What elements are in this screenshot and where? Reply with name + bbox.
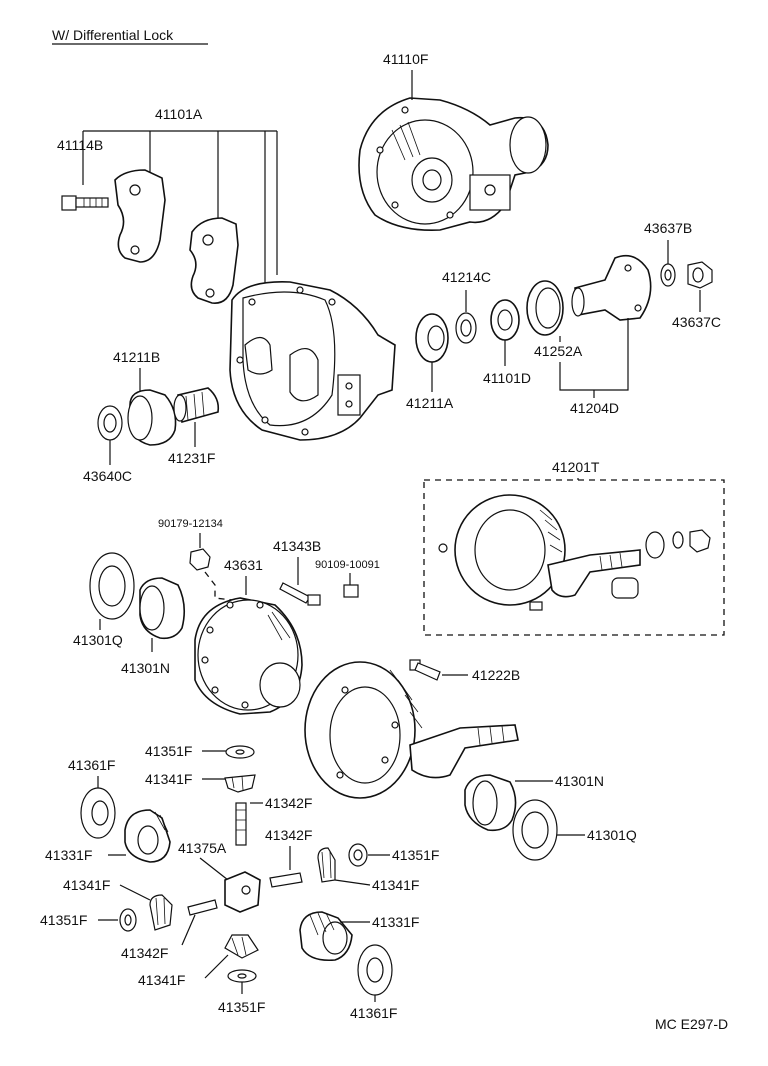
pinion-shaft-41342F-3[interactable] <box>187 899 218 916</box>
spacer-41214C[interactable] <box>455 312 477 344</box>
carrier-housing-assembly[interactable] <box>358 97 549 232</box>
pinion-shaft-41342F-2[interactable] <box>269 872 303 888</box>
bearing-41211B[interactable] <box>127 389 177 446</box>
bearing-41101D[interactable] <box>490 299 520 341</box>
label-43631: 43631 <box>224 557 263 573</box>
label-41301Q-top: 41301Q <box>73 632 123 648</box>
pinion-gear-41341F-4[interactable] <box>224 934 259 959</box>
nut-43637C[interactable] <box>687 261 713 289</box>
differential-carrier-housing[interactable] <box>229 281 396 441</box>
label-41301Q-bottom: 41301Q <box>587 827 637 843</box>
bolt-90109-10091[interactable] <box>343 584 359 598</box>
pinion-shaft-41342F-1[interactable] <box>235 802 247 846</box>
nut-90179-12134[interactable] <box>189 548 211 571</box>
pinion-gear-41341F-3[interactable] <box>149 894 173 931</box>
bolt-41343B[interactable] <box>279 582 321 606</box>
ring-pinion-kit-box <box>423 479 725 636</box>
kit-spacer[interactable] <box>611 577 639 599</box>
thrust-washer-41361F-2[interactable] <box>357 944 393 996</box>
ring-gear[interactable] <box>304 661 423 799</box>
label-41342F-3: 41342F <box>121 945 168 961</box>
side-gear-41331F-1[interactable] <box>124 809 171 863</box>
bearing-41301N-bottom[interactable] <box>464 774 517 832</box>
label-41375A: 41375A <box>178 840 227 856</box>
label-41341F-3: 41341F <box>63 877 110 893</box>
label-41331F-2: 41331F <box>372 914 419 930</box>
label-41101D: 41101D <box>483 370 531 386</box>
label-41231F: 41231F <box>168 450 215 466</box>
kit-bearing[interactable] <box>645 531 665 559</box>
label-41361F-2: 41361F <box>350 1005 397 1021</box>
kit-washer[interactable] <box>672 531 684 549</box>
label-41331F-1: 41331F <box>45 847 92 863</box>
bearing-race-41231F[interactable] <box>173 387 220 424</box>
kit-ring-gear[interactable] <box>454 494 566 606</box>
pinion-gear-41341F-1[interactable] <box>224 774 256 793</box>
thrust-washer-41351F-4[interactable] <box>227 969 257 983</box>
kit-small-bolt-left[interactable] <box>438 543 448 553</box>
label-43637B: 43637B <box>644 220 692 236</box>
washer-43640C[interactable] <box>97 405 123 441</box>
bearing-cap-left[interactable] <box>114 169 166 263</box>
side-gear-41331F-2[interactable] <box>299 911 353 962</box>
companion-flange[interactable] <box>571 254 652 321</box>
thrust-washer-41351F-1[interactable] <box>225 745 255 759</box>
label-41341F-2: 41341F <box>372 877 419 893</box>
label-41211B: 41211B <box>113 349 160 365</box>
kit-nut[interactable] <box>689 529 711 553</box>
bracket-41101A <box>82 130 278 395</box>
differential-case-43631[interactable] <box>194 597 303 715</box>
label-41342F-2: 41342F <box>265 827 312 843</box>
label-41214C: 41214C <box>442 269 491 285</box>
bolt-41222B[interactable] <box>409 659 441 681</box>
label-41351F-1: 41351F <box>145 743 192 759</box>
label-41343B: 41343B <box>273 538 321 554</box>
diagram-code: MC E297-D <box>655 1016 728 1032</box>
kit-pinion[interactable] <box>547 549 641 598</box>
kit-bolt-bottom[interactable] <box>529 601 543 611</box>
label-41222B: 41222B <box>472 667 520 683</box>
label-41211A: 41211A <box>406 395 454 411</box>
label-41101A: 41101A <box>155 106 203 122</box>
label-41342F-1: 41342F <box>265 795 312 811</box>
bearing-cap-right[interactable] <box>189 217 239 304</box>
washer-43637B[interactable] <box>660 263 676 287</box>
label-41301N-bottom: 41301N <box>555 773 604 789</box>
label-41114B: 41114B <box>57 137 103 153</box>
label-90179-12134: 90179-12134 <box>158 518 223 530</box>
label-41351F-4: 41351F <box>218 999 265 1015</box>
label-90109-10091: 90109-10091 <box>315 559 380 571</box>
pinion-gear-41341F-2[interactable] <box>317 847 336 883</box>
thrust-washer-41351F-3[interactable] <box>119 908 137 932</box>
label-41351F-2: 41351F <box>392 847 439 863</box>
spider-41375A[interactable] <box>224 871 261 913</box>
bearing-41301N-top[interactable] <box>139 577 186 640</box>
label-41351F-3: 41351F <box>40 912 87 928</box>
label-43640C: 43640C <box>83 468 132 484</box>
label-41252A: 41252A <box>534 343 583 359</box>
label-43637C: 43637C <box>672 314 721 330</box>
label-41341F-4: 41341F <box>138 972 185 988</box>
label-41110F: 41110F <box>383 51 428 67</box>
oil-seal-41301Q-bottom[interactable] <box>512 799 558 861</box>
thrust-washer-41351F-2[interactable] <box>348 843 368 867</box>
oil-seal-41301Q-top[interactable] <box>89 552 135 620</box>
bolt-41114B[interactable] <box>61 195 109 211</box>
label-41204D: 41204D <box>570 400 619 416</box>
diagram-title: W/ Differential Lock <box>52 27 174 43</box>
drive-pinion[interactable] <box>409 724 519 779</box>
label-41301N-top: 41301N <box>121 660 170 676</box>
label-41341F-1: 41341F <box>145 771 192 787</box>
bearing-41211A[interactable] <box>415 313 449 363</box>
label-41201T: 41201T <box>552 459 600 475</box>
thrust-washer-41361F-1[interactable] <box>80 787 116 839</box>
oil-seal-41252A[interactable] <box>526 280 564 336</box>
label-41361F-1: 41361F <box>68 757 115 773</box>
